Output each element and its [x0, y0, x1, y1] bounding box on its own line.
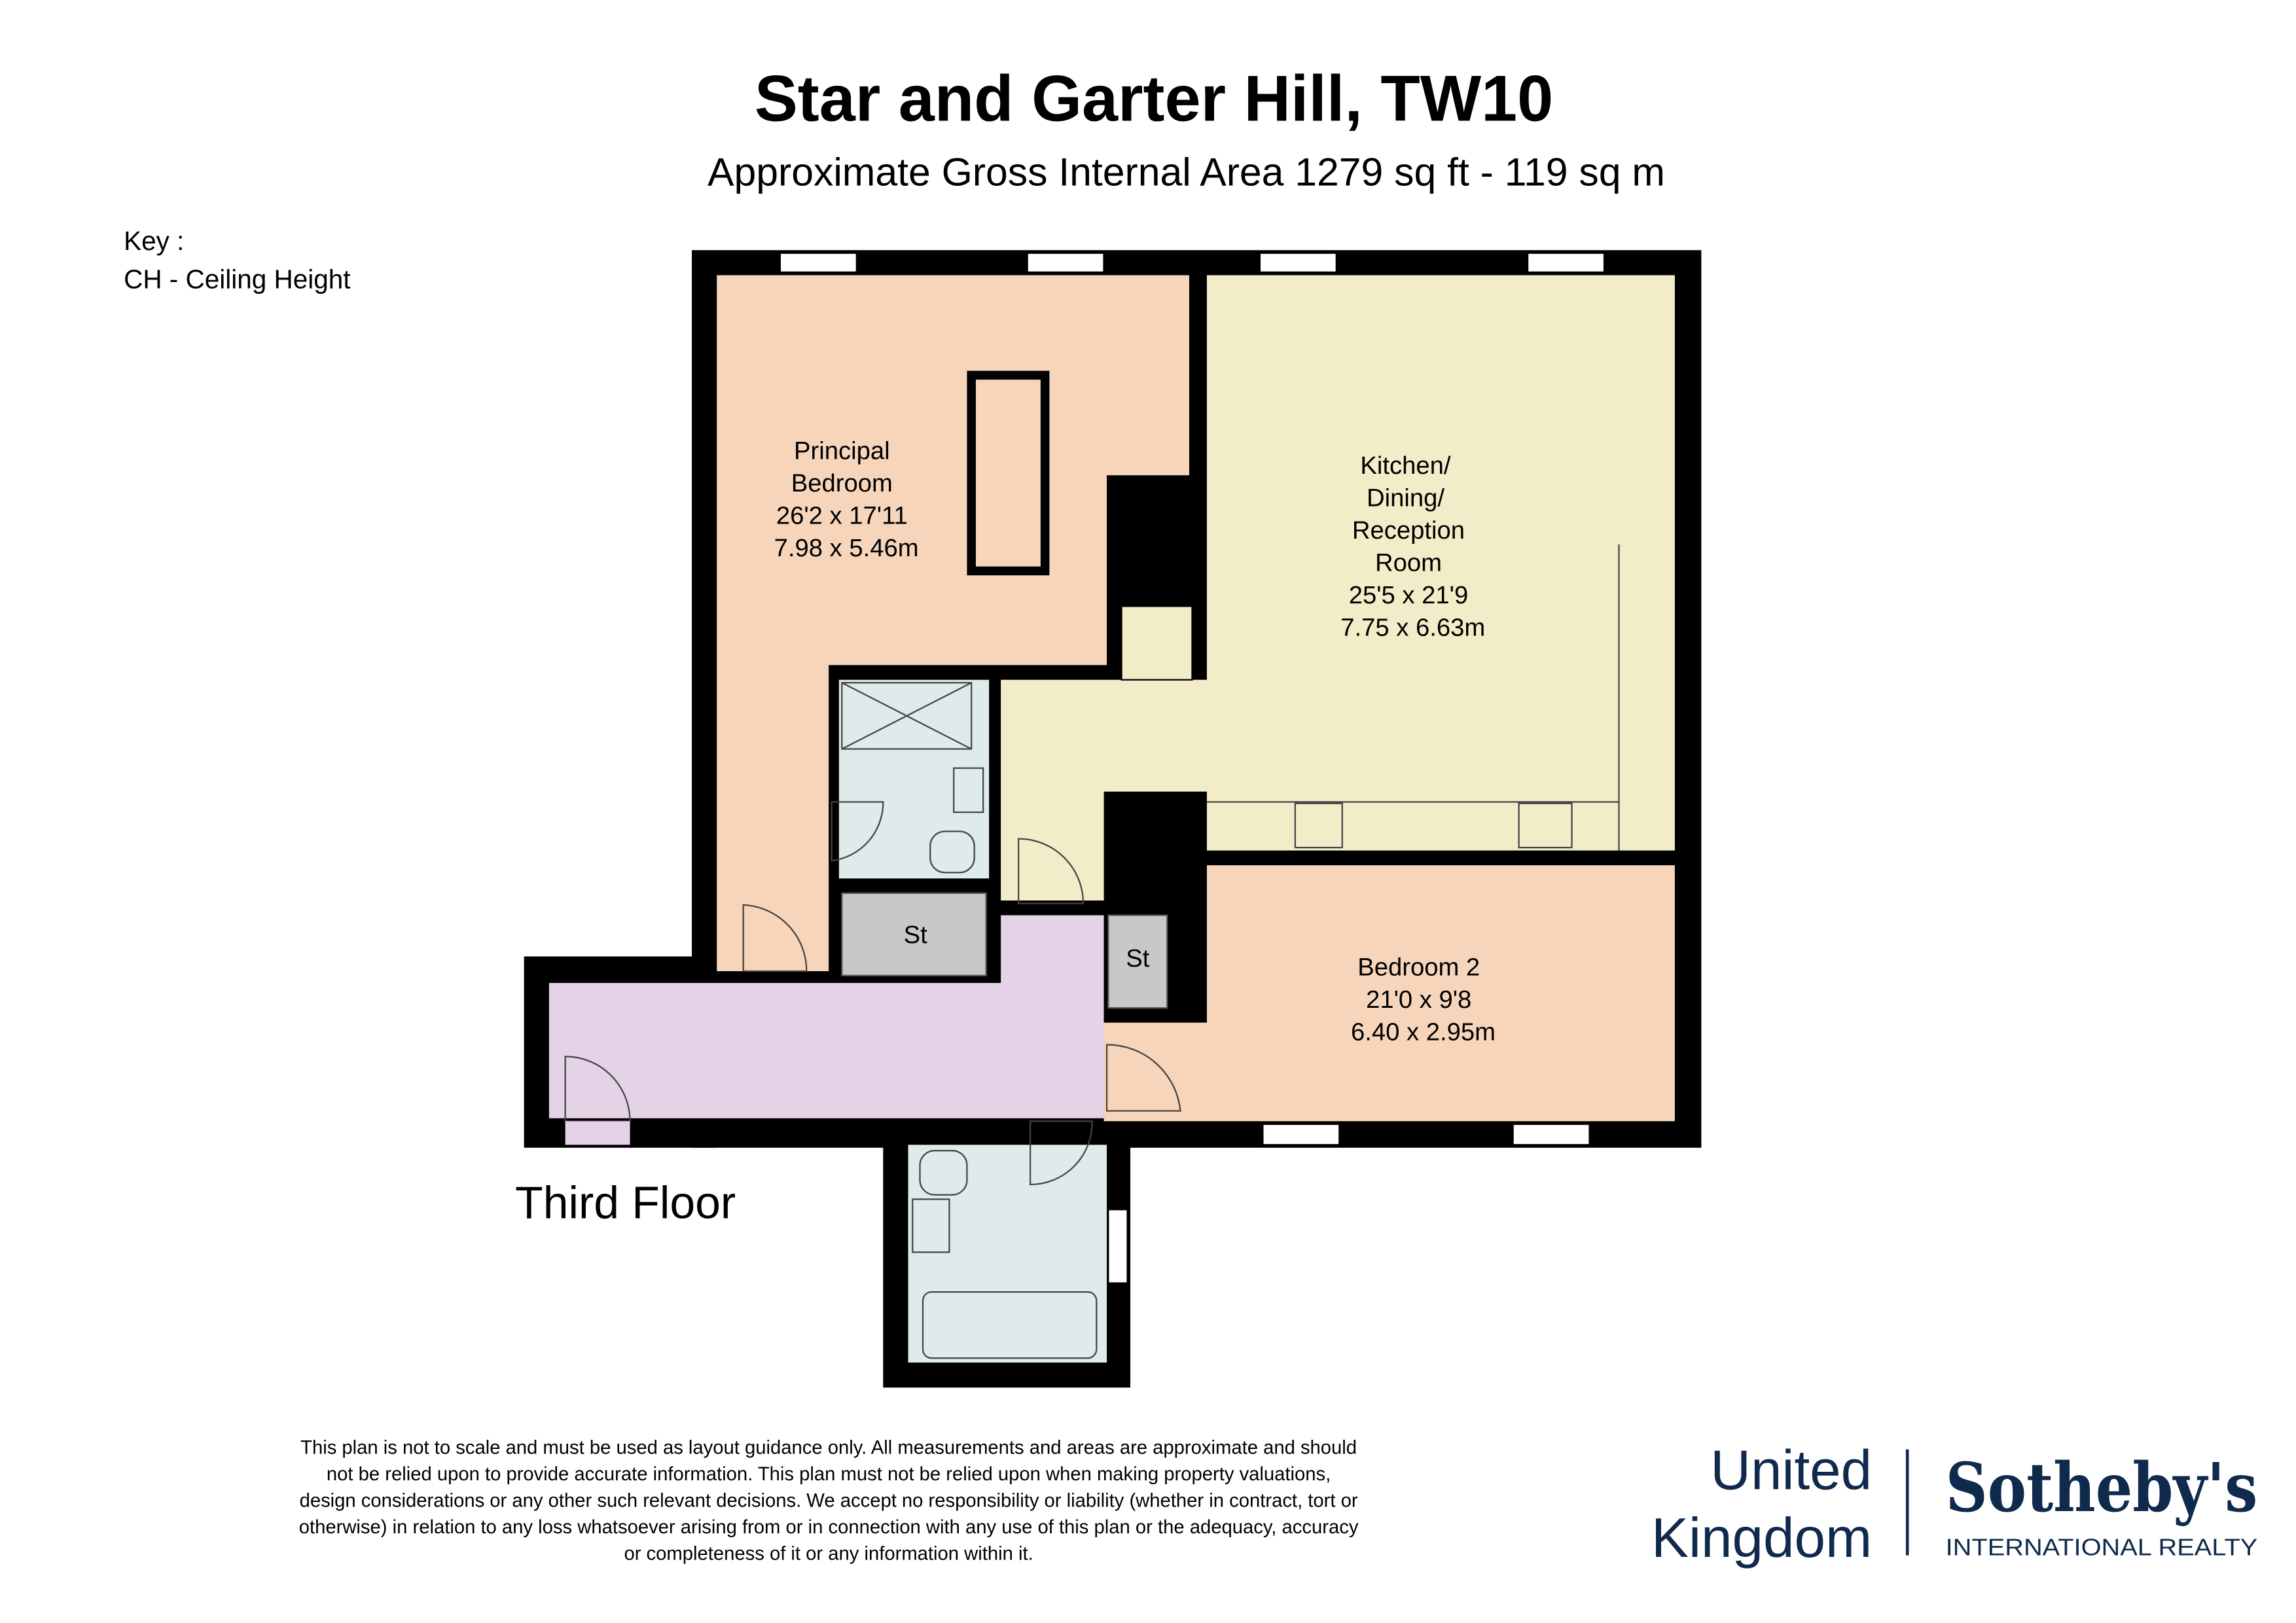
principal-bedroom-label: Principal Bedroom 26'2 x 17'11 7.98 x 5.… — [774, 437, 919, 562]
door-swing — [742, 904, 808, 972]
toilet-icon — [929, 830, 975, 874]
kitchen-label: Kitchen/ Dining/ Reception Room 25'5 x 2… — [1340, 452, 1485, 641]
door-swing — [564, 1056, 631, 1122]
bathtub-icon — [922, 1291, 1098, 1359]
shower-tray — [841, 682, 973, 750]
svg-text:design considerations or any o: design considerations or any other such … — [300, 1490, 1358, 1511]
store-2-label: St — [1126, 944, 1149, 972]
svg-text:otherwise) in relation to any: otherwise) in relation to any loss whats… — [299, 1517, 1359, 1538]
key-label: Key : — [124, 226, 184, 256]
svg-text:26'2 x 17'11: 26'2 x 17'11 — [776, 501, 908, 529]
door-swing — [1018, 838, 1085, 904]
store-2 — [1107, 914, 1168, 1009]
bathroom — [908, 1145, 1107, 1363]
door-swing — [1105, 1044, 1181, 1112]
svg-text:INTERNATIONAL REALTY: INTERNATIONAL REALTY — [1946, 1534, 2258, 1561]
svg-text:This plan is not to scale and: This plan is not to scale and must be us… — [300, 1437, 1357, 1458]
svg-text:Kingdom: Kingdom — [1651, 1507, 1872, 1569]
svg-text:25'5 x 21'9: 25'5 x 21'9 — [1349, 581, 1468, 609]
bedroom-2-label: Bedroom 2 21'0 x 9'8 6.40 x 2.95m — [1351, 954, 1496, 1046]
sink-icon — [1294, 802, 1343, 849]
svg-text:7.75 x 6.63m: 7.75 x 6.63m — [1340, 613, 1485, 641]
wc-icon — [919, 1150, 968, 1196]
svg-text:Reception: Reception — [1352, 516, 1465, 544]
svg-text:Sotheby's: Sotheby's — [1946, 1448, 2258, 1527]
door-swing — [1030, 1120, 1093, 1186]
door-swing — [831, 801, 884, 862]
svg-text:7.98 x 5.46m: 7.98 x 5.46m — [774, 534, 919, 562]
wardrobe — [967, 370, 1050, 576]
svg-text:Room: Room — [1375, 548, 1442, 577]
svg-text:6.40 x 2.95m: 6.40 x 2.95m — [1351, 1018, 1496, 1046]
cupboard — [1121, 605, 1193, 681]
svg-text:Bedroom: Bedroom — [791, 469, 893, 497]
floor-label: Third Floor — [515, 1177, 736, 1228]
bath-basin-icon — [912, 1198, 950, 1253]
kitchen-dining-reception — [1001, 275, 1675, 901]
fixtures — [564, 370, 1620, 1359]
windows — [565, 252, 1605, 1284]
basin-icon — [953, 767, 984, 813]
store-1 — [841, 892, 987, 976]
svg-text:Principal: Principal — [794, 437, 890, 465]
store-1-label: St — [904, 921, 927, 949]
principal-bedroom — [717, 275, 1189, 971]
svg-text:Bedroom 2: Bedroom 2 — [1357, 954, 1480, 982]
disclaimer: This plan is not to scale and must be us… — [299, 1437, 1359, 1564]
svg-text:not be relied upon to provide: not be relied upon to provide accurate i… — [327, 1464, 1331, 1485]
svg-text:Dining/: Dining/ — [1367, 484, 1444, 512]
key-item: CH - Ceiling Height — [124, 264, 350, 294]
area-subtitle: Approximate Gross Internal Area 1279 sq … — [708, 149, 1665, 194]
bedroom-2 — [1103, 865, 1675, 1122]
hob-icon — [1518, 802, 1573, 849]
svg-text:21'0 x 9'8: 21'0 x 9'8 — [1366, 986, 1471, 1014]
svg-text:United: United — [1710, 1439, 1872, 1501]
svg-text:Kitchen/: Kitchen/ — [1360, 452, 1450, 480]
hallway — [548, 915, 1104, 1118]
page-title: Star and Garter Hill, TW10 — [755, 62, 1553, 134]
svg-text:or completeness of it or any i: or completeness of it or any information… — [624, 1543, 1033, 1564]
sothebys-logo: United Kingdom Sotheby's INTERNATIONAL R… — [1651, 1439, 2257, 1569]
